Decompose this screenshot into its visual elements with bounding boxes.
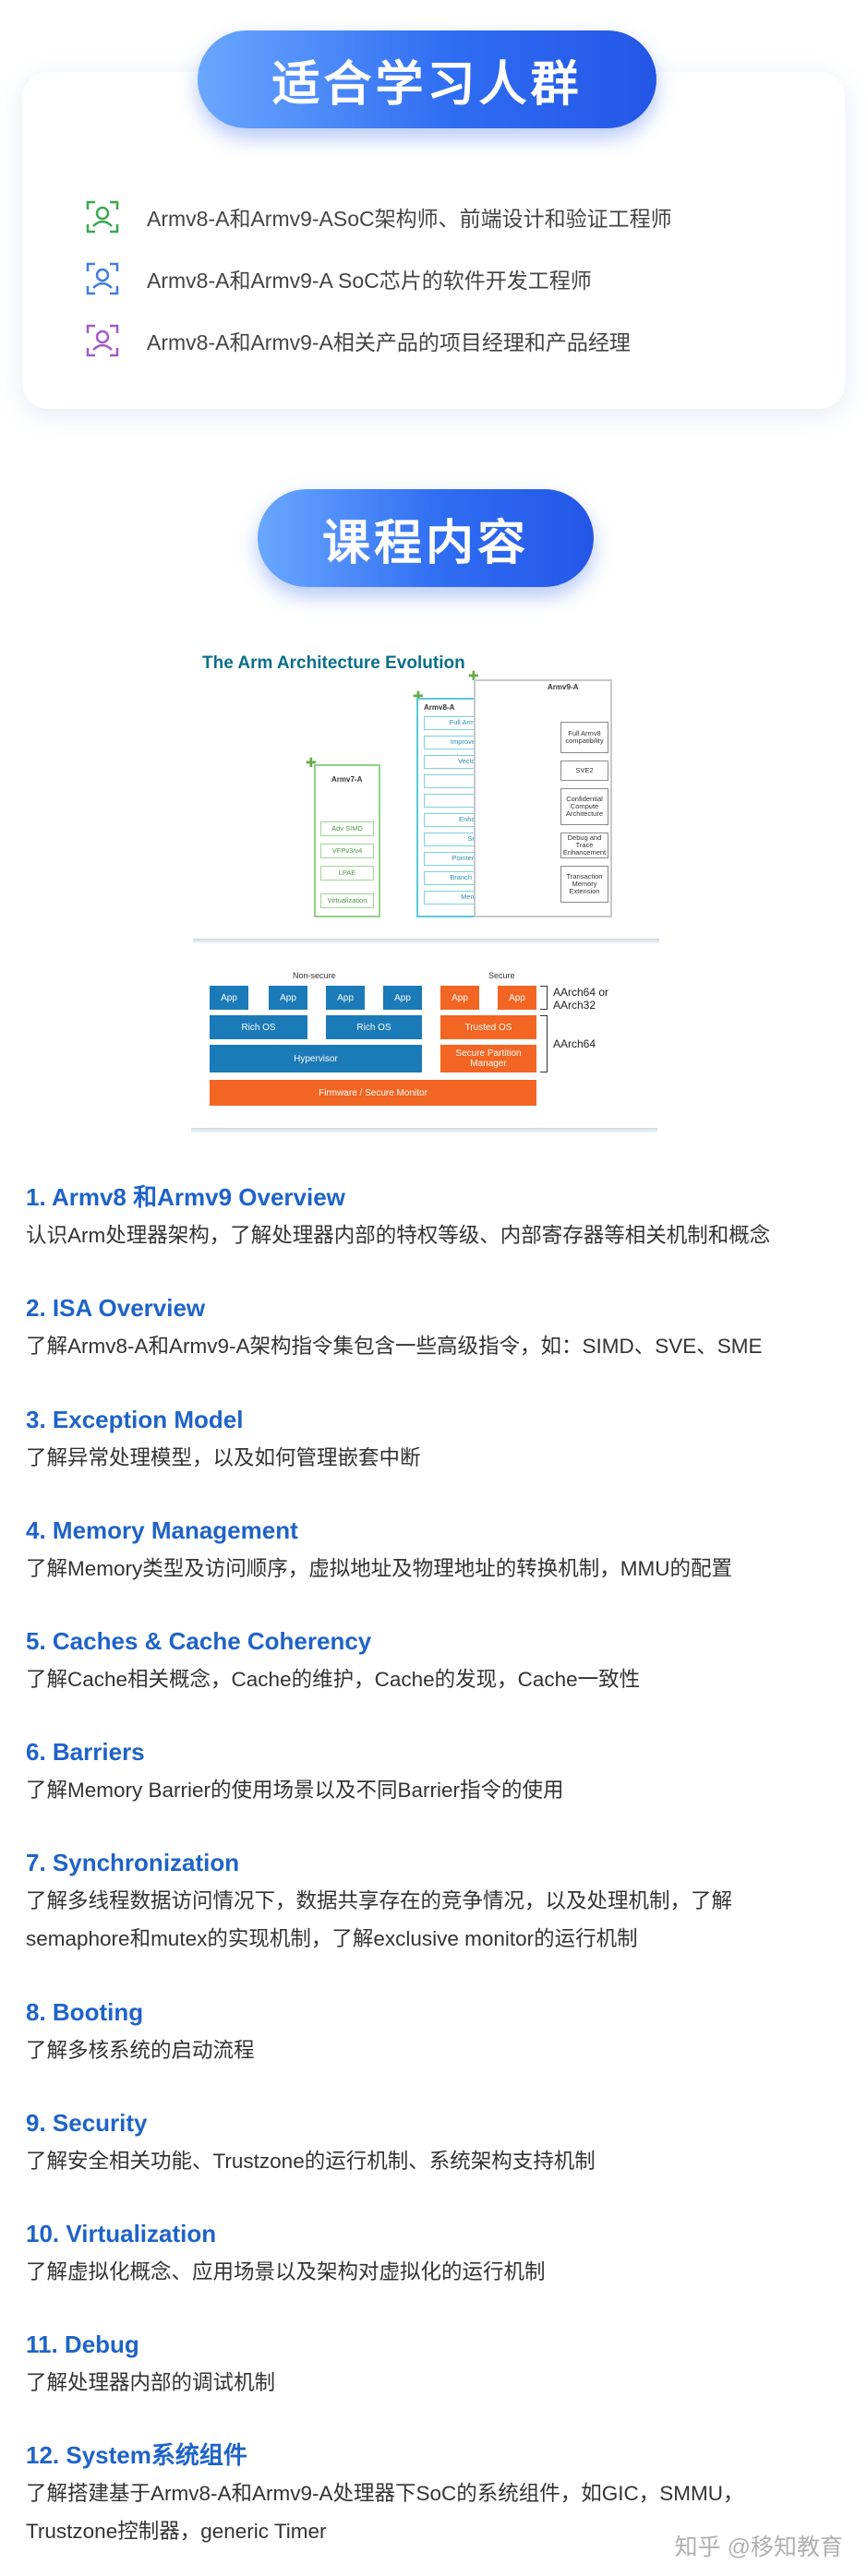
course-item-title: 10. Virtualization xyxy=(26,2220,217,2247)
course-item-title: 6. Barriers xyxy=(26,1738,145,1766)
aarch-top-label: AArch64 or AArch32 xyxy=(553,986,609,1012)
non-secure-label: Non-secure xyxy=(293,971,336,980)
secure-label: Secure xyxy=(488,971,515,980)
course-item-title: 5. Caches & Cache Coherency xyxy=(26,1627,372,1655)
armv7-feature: VFPv3/v4 xyxy=(320,844,374,858)
audience-item-text: Armv8-A和Armv9-ASoC架构师、前端设计和验证工程师 xyxy=(147,207,672,231)
course-item-desc: 了解Memory类型及访问顺序，虚拟地址及物理地址的转换机制，MMU的配置 xyxy=(26,1557,732,1580)
armv7-box xyxy=(314,764,380,917)
app-block: App xyxy=(498,986,536,1010)
rich-os-block: Rich OS xyxy=(210,1015,307,1039)
audience-item: Armv8-A和Armv9-A SoC芯片的软件开发工程师 xyxy=(86,260,592,297)
audience-item: Armv8-A和Armv9-A相关产品的项目经理和产品经理 xyxy=(86,322,631,359)
armv7-feature: Virtualization xyxy=(320,893,374,908)
hypervisor-block: Hypervisor xyxy=(210,1045,422,1072)
security-state-diagram: Non-secure Secure App App App App App Ap… xyxy=(191,969,657,1133)
armv8-label: Armv8-A xyxy=(424,703,455,712)
app-block: App xyxy=(326,986,365,1010)
course-item-desc: 了解异常处理模型，以及如何管理嵌套中断 xyxy=(26,1446,421,1469)
course-item: 11. Debug 了解处理器内部的调试机制 xyxy=(26,2329,838,2402)
course-item-desc: semaphore和mutex的实现机制，了解exclusive monitor… xyxy=(26,1927,638,1950)
bracket-line xyxy=(540,986,548,1010)
course-item: 12. System系统组件 了解搭建基于Armv8-A和Armv9-A处理器下… xyxy=(26,2439,838,2550)
course-item: 4. Memory Management 了解Memory类型及访问顺序，虚拟地… xyxy=(26,1515,838,1588)
course-item-desc: 了解搭建基于Armv8-A和Armv9-A处理器下SoC的系统组件，如GIC，S… xyxy=(26,2482,744,2505)
app-block: App xyxy=(383,986,422,1010)
course-item-title: 4. Memory Management xyxy=(26,1516,298,1544)
course-item-desc: 了解多线程数据访问情况下，数据共享存在的竞争情况，以及处理机制，了解 xyxy=(26,1889,733,1912)
course-item-title: 2. ISA Overview xyxy=(26,1294,206,1322)
arch-evolution-diagram: The Arm Architecture Evolution ✚ Armv7-A… xyxy=(191,637,659,944)
course-item-desc: 认识Arm处理器架构，了解处理器内部的特权等级、内部寄存器等相关机制和概念 xyxy=(26,1224,771,1247)
armv9-feature: Transaction Memory Extension xyxy=(560,866,608,903)
plus-icon: ✚ xyxy=(306,755,317,770)
spm-block: Secure Partition Manager xyxy=(440,1045,536,1072)
armv7-feature: Adv SIMD xyxy=(320,821,374,836)
plus-icon: ✚ xyxy=(413,689,424,703)
app-block: App xyxy=(269,986,307,1010)
course-item-title: 1. Armv8 和Armv9 Overview xyxy=(26,1183,345,1211)
course-item: 7. Synchronization 了解多线程数据访问情况下，数据共享存在的竞… xyxy=(26,1847,838,1958)
watermark: 知乎 @移知教育 xyxy=(674,2534,843,2560)
audience-item-text: Armv8-A和Armv9-A SoC芯片的软件开发工程师 xyxy=(147,269,592,293)
firmware-block: Firmware / Secure Monitor xyxy=(210,1080,536,1106)
course-item-desc: 了解多核系统的启动流程 xyxy=(26,2039,255,2062)
course-item: 5. Caches & Cache Coherency 了解Cache相关概念，… xyxy=(26,1625,838,1698)
course-item-desc: 了解虚拟化概念、应用场景以及架构对虚拟化的运行机制 xyxy=(26,2260,546,2283)
course-item-title: 7. Synchronization xyxy=(26,1849,240,1876)
bracket-line xyxy=(540,1015,548,1072)
person-icon-purple xyxy=(86,324,119,357)
course-item-title: 9. Security xyxy=(26,2109,148,2137)
course-item-title: 8. Booting xyxy=(26,1998,144,2026)
course-item-desc: Trustzone控制器，generic Timer xyxy=(26,2520,327,2543)
course-item: 3. Exception Model 了解异常处理模型，以及如何管理嵌套中断 xyxy=(26,1404,838,1477)
armv9-feature: Debug and Trace Enhancement xyxy=(560,833,608,858)
person-icon-blue xyxy=(86,262,119,295)
app-block: App xyxy=(440,986,479,1010)
course-item-desc: 了解Cache相关概念，Cache的维护，Cache的发现，Cache一致性 xyxy=(26,1668,641,1691)
plus-icon: ✚ xyxy=(468,668,479,683)
course-item: 8. Booting 了解多核系统的启动流程 xyxy=(26,1996,838,2069)
course-item-title: 12. System系统组件 xyxy=(26,2441,247,2469)
armv9-feature: Confidential Compute Architecture xyxy=(560,788,608,825)
diagram-shadow xyxy=(193,939,659,944)
armv9-label: Armv9-A xyxy=(548,683,579,691)
person-icon-green xyxy=(86,200,119,234)
course-section-title: 课程内容 xyxy=(258,489,594,587)
armv9-feature: SVE2 xyxy=(560,761,608,781)
diagram-title: The Arm Architecture Evolution xyxy=(202,653,465,673)
course-item-desc: 了解处理器内部的调试机制 xyxy=(26,2371,276,2394)
audience-item-text: Armv8-A和Armv9-A相关产品的项目经理和产品经理 xyxy=(147,330,631,354)
course-item-desc: 了解Memory Barrier的使用场景以及不同Barrier指令的使用 xyxy=(26,1779,564,1802)
course-item: 2. ISA Overview 了解Armv8-A和Armv9-A架构指令集包含… xyxy=(26,1292,838,1365)
trusted-os-block: Trusted OS xyxy=(440,1015,536,1039)
audience-section-title: 适合学习人群 xyxy=(198,30,656,128)
armv7-feature: LPAE xyxy=(320,866,374,881)
diagram-shadow xyxy=(191,1128,657,1133)
armv7-label: Armv7-A xyxy=(331,775,363,784)
course-item-title: 3. Exception Model xyxy=(26,1406,244,1433)
course-item: 9. Security 了解安全相关功能、Trustzone的运行机制、系统架构… xyxy=(26,2107,838,2180)
course-item-title: 11. Debug xyxy=(26,2330,139,2358)
app-block: App xyxy=(210,986,248,1010)
course-item-desc: 了解Armv8-A和Armv9-A架构指令集包含一些高级指令，如：SIMD、SV… xyxy=(26,1335,763,1358)
course-item: 6. Barriers 了解Memory Barrier的使用场景以及不同Bar… xyxy=(26,1736,838,1809)
course-item-desc: 了解安全相关功能、Trustzone的运行机制、系统架构支持机制 xyxy=(26,2150,596,2173)
rich-os-block: Rich OS xyxy=(326,1015,422,1039)
aarch-bottom-label: AArch64 xyxy=(553,1037,596,1050)
course-item: 10. Virtualization 了解虚拟化概念、应用场景以及架构对虚拟化的… xyxy=(26,2218,838,2291)
audience-item: Armv8-A和Armv9-ASoC架构师、前端设计和验证工程师 xyxy=(86,198,672,235)
armv9-feature: Full Armv8 compatibility xyxy=(560,722,608,753)
course-item: 1. Armv8 和Armv9 Overview 认识Arm处理器架构，了解处理… xyxy=(26,1181,838,1254)
